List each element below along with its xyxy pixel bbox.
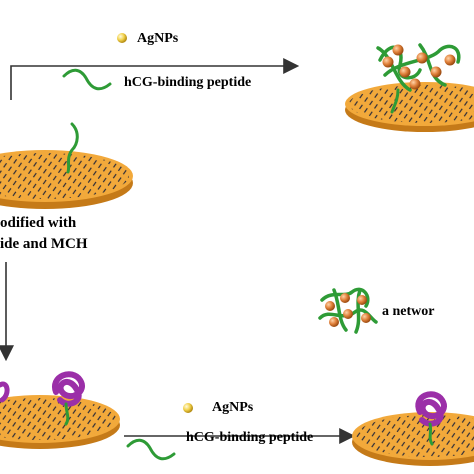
disk-bottom-right — [352, 412, 474, 466]
agnps-label-bottom: AgNPs — [212, 400, 254, 415]
agnp-sphere — [392, 44, 404, 56]
modified-label-line2: ide and MCH — [0, 236, 88, 252]
disk-top-right — [345, 82, 474, 132]
agnp-sphere — [444, 54, 456, 66]
disk-middle-left — [0, 150, 133, 209]
disk-bottom-left — [0, 395, 120, 449]
agnp-sphere — [430, 66, 442, 78]
peptide-label-top: hCG-binding peptide — [124, 75, 252, 90]
hcg-knot-icon-left-edge — [0, 381, 10, 403]
peptide-legend-icon-top — [62, 68, 112, 91]
hcg-knot-icon-bottom-left — [52, 371, 85, 426]
network-label: a networ — [382, 304, 435, 319]
agnp-legend-icon-top — [117, 33, 127, 43]
agnp-sphere — [382, 56, 394, 68]
agnp-sphere — [416, 52, 428, 64]
hcg-knot-icon-bottom-right — [415, 391, 447, 446]
agnps-label-top: AgNPs — [137, 31, 179, 46]
agnp-network-cluster-top — [376, 43, 461, 114]
network-legend-icon — [318, 287, 378, 334]
agnp-sphere — [409, 78, 421, 90]
peptide-strand-middle — [66, 122, 79, 174]
modified-label-line1: odified with — [0, 215, 77, 231]
agnp-legend-icon-bottom — [183, 403, 193, 413]
peptide-label-bottom: hCG-binding peptide — [186, 430, 314, 445]
peptide-legend-icon-bottom — [126, 438, 176, 461]
arrow-top — [10, 58, 300, 100]
agnp-sphere — [399, 66, 411, 78]
